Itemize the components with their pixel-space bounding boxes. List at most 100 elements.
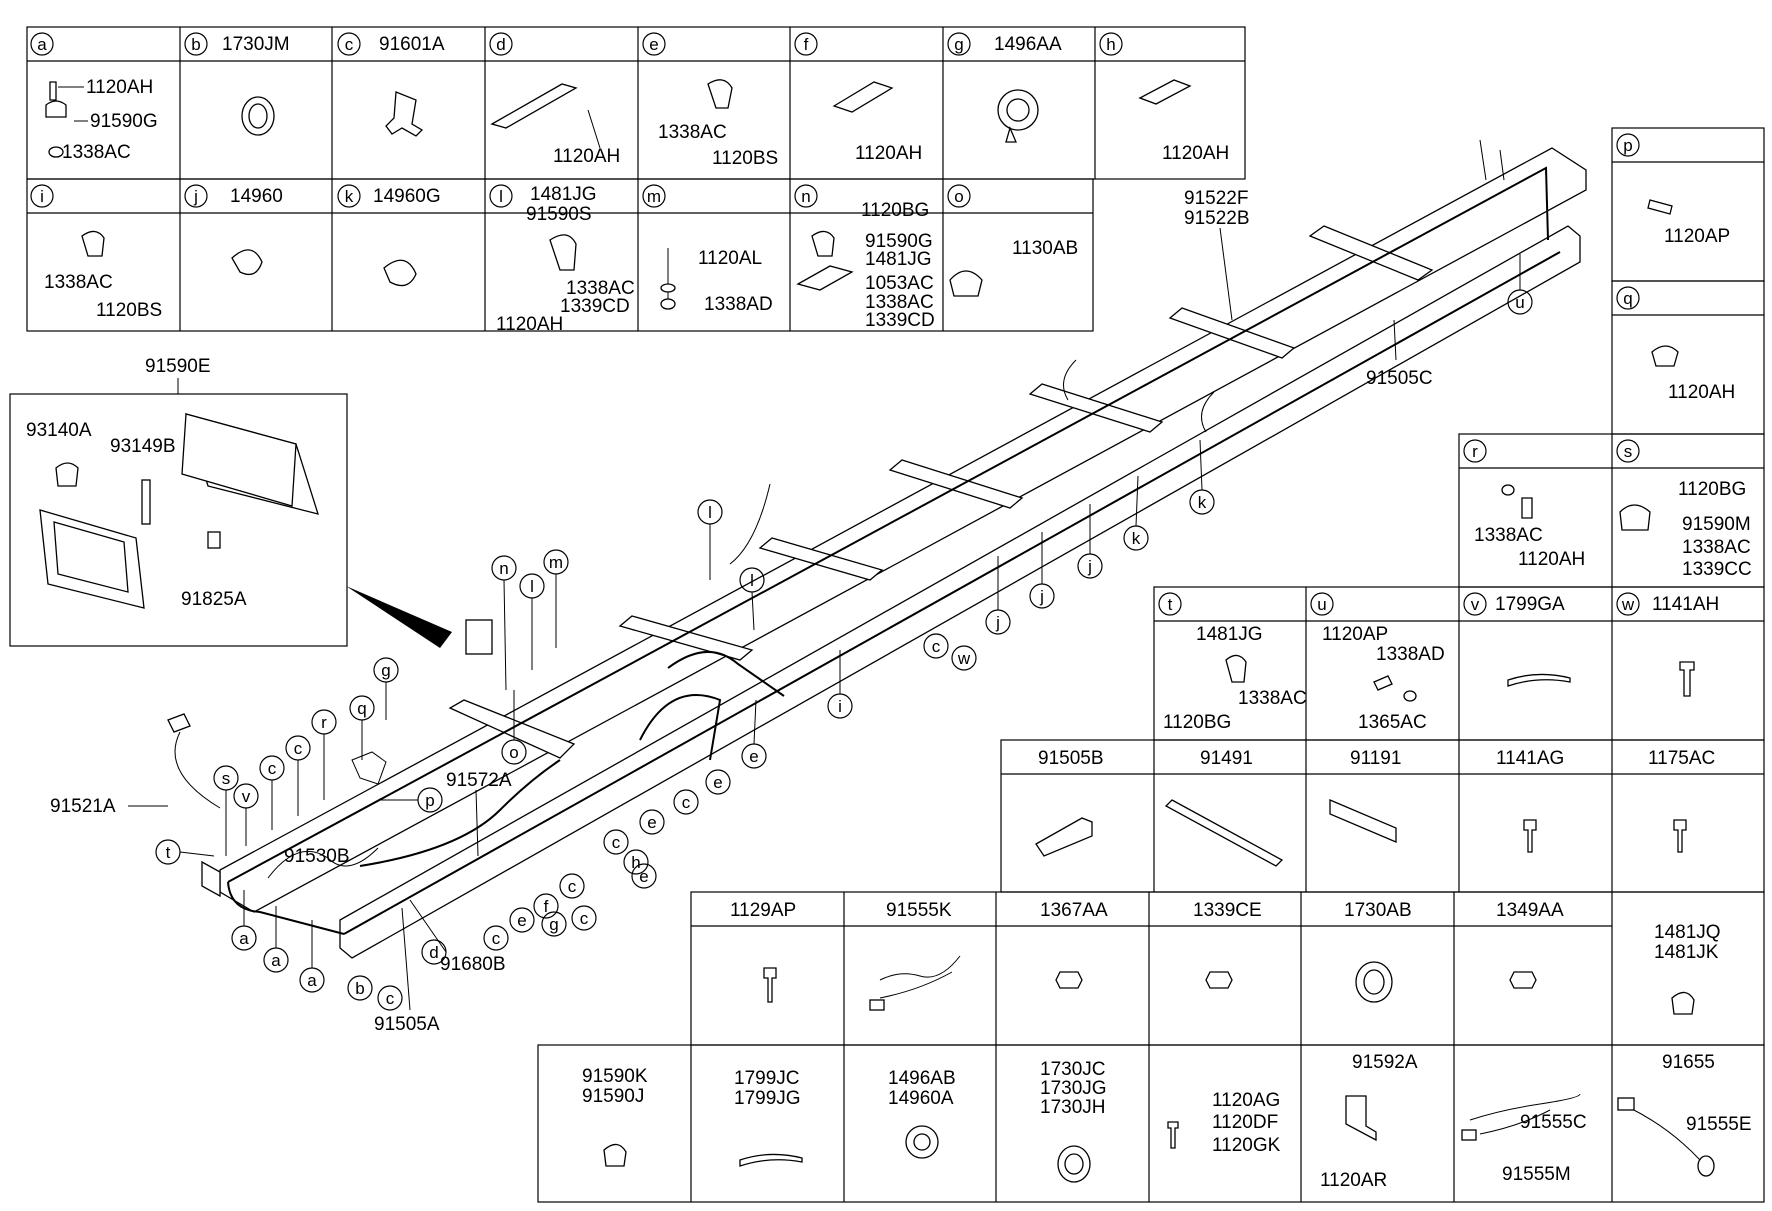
svg-text:n: n [499,559,508,578]
callout: l [739,567,765,631]
part-label: 14960A [888,1088,954,1109]
cell-letter: f [804,35,809,54]
cell-r: r 1338AC 1120AH [1463,439,1585,570]
part-label: 1338AC [566,278,635,299]
svg-text:c: c [568,877,577,896]
svg-text:c: c [294,739,303,758]
svg-text:l: l [530,577,534,596]
part-label: 1120BS [96,300,162,321]
cell-letter: n [801,187,810,206]
part-label: 91505B [1038,748,1104,769]
part-label: 1120AH [1668,382,1735,403]
svg-text:e: e [647,813,656,832]
cell-a: a 1120AH 91590G 1338AC [30,32,158,163]
callout: t [155,839,215,865]
connector-label: 91522B [1184,208,1250,229]
part-label: 91191 [1350,748,1401,769]
part-label: 1365AC [1358,712,1427,733]
callout: q [349,695,375,760]
part-label: 1120GK [1212,1135,1281,1156]
callout: c [559,873,585,899]
part-label: 1339CD [560,296,630,317]
cell-letter: w [1621,595,1635,614]
cell-letter: r [1472,442,1478,461]
connector-label: 91522F [1184,188,1248,209]
cell-title: 1730JM [222,34,290,55]
callout: c [603,829,629,855]
svg-text:c: c [932,637,941,656]
inset-91590E: 91590E 93140A 93149B 91825A [9,356,348,647]
callout: e [509,907,535,933]
part-label: 1367AA [1040,900,1108,921]
harness-label: 91530B [284,846,350,867]
part-label: 91590S [526,204,592,225]
part-label: 1481JG [865,249,932,270]
part-label: 1120AP [1664,226,1730,247]
callout: c [673,789,699,815]
part-label: 1053AC [865,273,934,294]
part-label: 1339CD [865,310,935,331]
part-label: 1481JG [530,184,597,205]
part-label: 1120AH [1162,143,1229,164]
cell-letter: i [40,187,44,206]
callout: b [347,975,373,1001]
callouts: u k k j j j w c i e e c e c h c g l l l … [155,254,1533,1011]
part-label: 1349AA [1496,900,1564,921]
svg-text:a: a [307,971,317,990]
cell-e: e 1338AC 1120BS [642,32,778,169]
svg-text:p: p [425,791,434,810]
callout: r [311,709,337,800]
part-label: 91590G [865,231,933,252]
cell-letter: k [345,187,354,206]
svg-text:s: s [222,769,231,788]
harness-label: 91572A [446,770,512,791]
callout: c [259,755,285,830]
harness-label: 91680B [440,954,506,975]
callout: a [299,920,325,993]
part-label: 1130AB [1012,238,1078,259]
part-label: 1730JC [1040,1059,1106,1080]
svg-text:b: b [355,979,364,998]
callout: f [533,893,559,919]
callout: j [1077,504,1103,579]
part-label: 91825A [181,589,247,610]
callout: n [491,555,517,691]
cell-o: o 1130AB [947,184,1078,297]
harness-label: 91505C [1366,368,1433,389]
svg-text:e: e [639,867,648,886]
top-parts-table: a 1120AH 91590G 1338AC b 1730JM c 91601A… [26,26,1246,335]
part-label: 1120BG [1678,479,1746,500]
callout: u [1507,254,1533,315]
part-label: 1120AH [86,77,153,98]
svg-text:g: g [549,915,558,934]
cell-letter: l [499,187,503,206]
cell-l: l 1481JG 91590S 1338AC 1339CD 1120AH [489,184,635,335]
cell-title: 1496AA [994,34,1062,55]
callout: g [373,657,399,720]
cell-letter: a [37,35,47,54]
harness-wiring [167,139,1561,935]
callout: a [263,906,289,973]
part-label: 91590G [90,111,158,132]
part-label: 1338AD [1376,644,1445,665]
part-label: 1120AH [553,146,620,167]
part-label: 1120AP [1322,624,1388,645]
svg-text:c: c [386,989,395,1008]
part-label: 91555K [886,900,952,921]
cell-n: n 1120BG 91590G 1481JG 1053AC 1338AC 133… [794,184,935,331]
part-label: 91592A [1352,1052,1418,1073]
bottom-parts-grid: 91505B 91491 91191 1141AG 1175AC 1129AP … [537,739,1765,1203]
part-label: 93149B [110,436,176,457]
callout: a [231,890,257,951]
svg-text:k: k [1198,493,1207,512]
svg-text:t: t [166,843,171,862]
part-label: 1141AG [1496,748,1564,769]
svg-text:m: m [549,553,563,572]
svg-text:h: h [631,853,640,872]
svg-text:j: j [1087,557,1092,576]
callout: m [543,549,569,648]
callout: c [377,985,403,1011]
part-label: 1338AC [62,142,131,163]
cell-s: s 1120BG 91590M 1338AC 1339CC [1616,439,1752,580]
